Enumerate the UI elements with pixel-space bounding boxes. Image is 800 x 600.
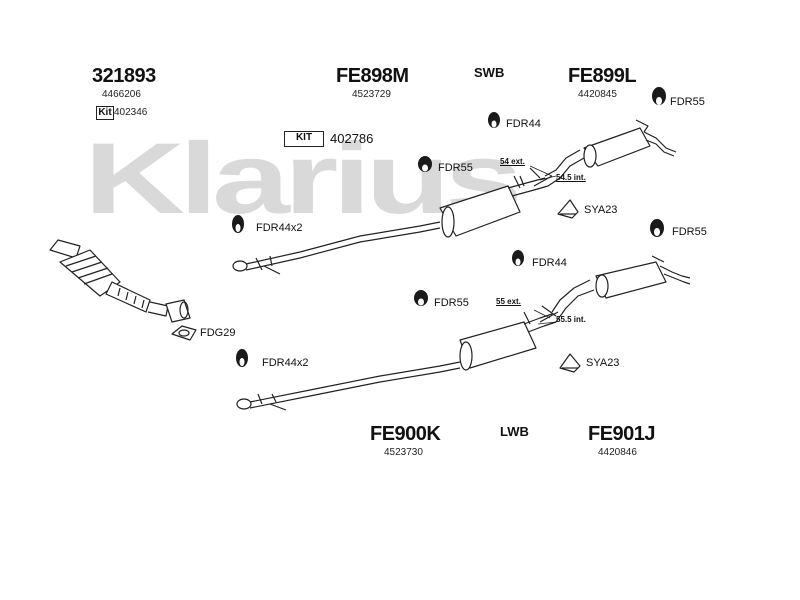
label-fdg29: FDG29 xyxy=(200,327,236,339)
part-code-fe898m: FE898M xyxy=(336,65,409,87)
lwb-front-pipe-icon xyxy=(236,361,461,411)
rubber-mount-icon-fdr55-mid-right xyxy=(650,219,664,237)
label-fdr44x2-top: FDR44x2 xyxy=(256,222,303,234)
label-fdr44x2-low: FDR44x2 xyxy=(262,357,309,369)
part-code-fe899l: FE899L xyxy=(568,65,637,87)
rubber-mount-icon-fdr44x2-top xyxy=(232,215,244,233)
label-54-ext: 54 ext. xyxy=(500,157,525,166)
label-55-ext: 55 ext. xyxy=(496,297,521,306)
label-fdr44-mid: FDR44 xyxy=(532,257,567,269)
label-sya23-low: SYA23 xyxy=(586,357,620,369)
lwb-middle-silencer-icon xyxy=(459,279,595,371)
rubber-mount-icon-fdr55-top-mid xyxy=(418,156,432,172)
swb-rear-silencer-icon xyxy=(583,119,677,168)
rubber-mount-icon-fdr44-mid xyxy=(512,250,524,266)
ref-4466206: 4466206 xyxy=(102,89,141,100)
ref-4420846: 4420846 xyxy=(598,447,637,458)
rubber-mount-icon-fdr44x2-low xyxy=(236,349,248,367)
sya23-clamp-icon-bottom xyxy=(559,353,581,373)
ref-4523729: 4523729 xyxy=(352,89,391,100)
lwb-rear-silencer-icon xyxy=(595,255,691,299)
label-fdr55-top-right: FDR55 xyxy=(670,96,705,108)
part-code-fe901j: FE901J xyxy=(588,423,656,445)
kit-badge: Kit xyxy=(96,106,114,120)
swb-middle-silencer-icon xyxy=(439,149,585,238)
ref-4420845: 4420845 xyxy=(578,89,617,100)
label-fdr55-low-mid: FDR55 xyxy=(434,297,469,309)
kit-code-402346: 402346 xyxy=(114,107,148,118)
swb-label: SWB xyxy=(474,65,505,80)
label-fdr55-top-mid: FDR55 xyxy=(438,162,473,174)
label-fdr55-mid-right: FDR55 xyxy=(672,226,707,238)
rubber-mount-icon-fdr44-top xyxy=(488,112,500,128)
catalytic-converter-icon xyxy=(49,239,191,323)
label-55-5-int: 55.5 int. xyxy=(556,315,586,324)
ref-4523730: 4523730 xyxy=(384,447,423,458)
kit-code-402786: 402786 xyxy=(330,131,374,146)
gasket-icon xyxy=(171,325,197,341)
rubber-mount-icon-fdr55-low-mid xyxy=(414,290,428,306)
kit-badge-large: KIT xyxy=(284,131,324,147)
part-code-fe900k: FE900K xyxy=(370,423,441,445)
label-54-5-int: 54.5 int. xyxy=(556,173,586,182)
sya23-clamp-icon-top xyxy=(557,199,579,219)
label-fdr44-top: FDR44 xyxy=(506,118,541,130)
rubber-mount-icon-fdr55-top-right xyxy=(652,87,666,105)
part-code-321893: 321893 xyxy=(92,65,156,87)
label-sya23-top: SYA23 xyxy=(584,204,618,216)
swb-front-pipe-icon xyxy=(232,221,441,275)
lwb-label: LWB xyxy=(500,424,529,439)
